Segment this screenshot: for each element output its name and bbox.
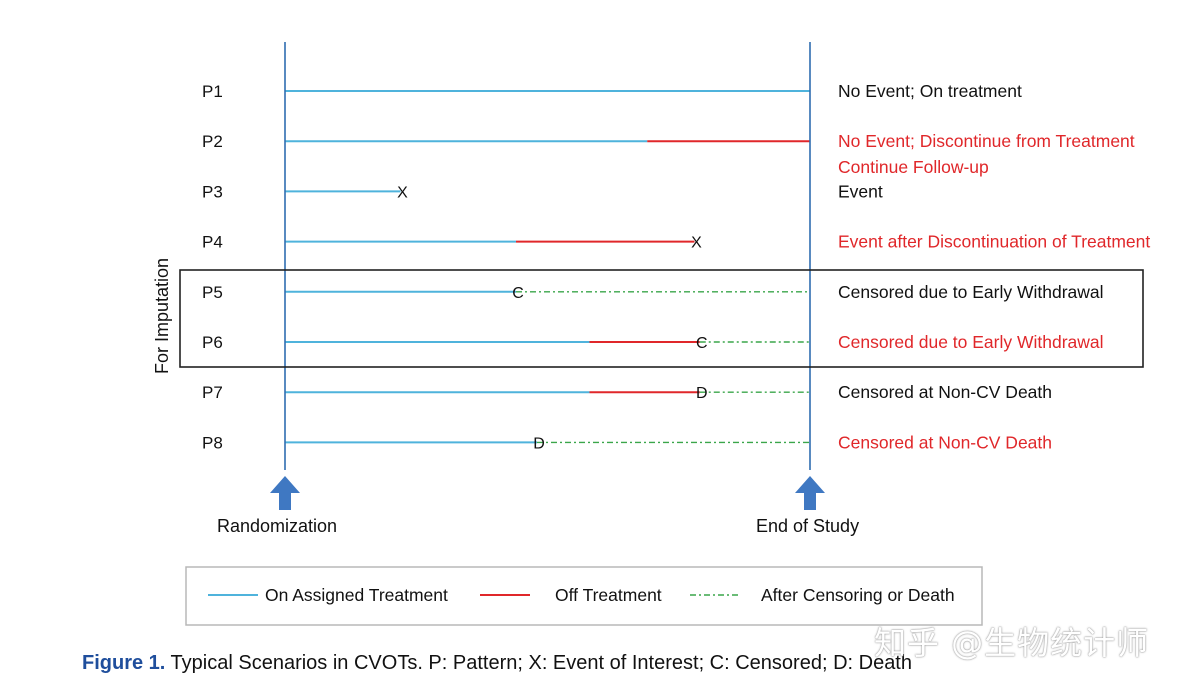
watermark-text: 知乎 @生物统计师 [874,624,1150,662]
pattern-description: Censored at Non-CV Death [838,432,1052,452]
randomization-label: Randomization [217,516,337,536]
figure-caption: Figure 1. Typical Scenarios in CVOTs. P:… [82,652,912,675]
pattern-id-label: P2 [202,132,223,151]
event-marker: D [696,385,708,402]
legend-box [185,566,983,626]
legend-label: Off Treatment [555,585,662,605]
pattern-id-label: P5 [202,283,223,302]
event-marker: D [533,435,545,452]
pattern-description: Event [838,181,883,201]
event-marker: C [696,335,708,352]
event-marker: C [512,285,524,302]
pattern-description: Censored at Non-CV Death [838,382,1052,402]
pattern-id-label: P1 [202,82,223,101]
pattern-description: No Event; On treatment [838,81,1022,101]
randomization-arrow-icon [270,476,300,510]
pattern-description: Censored due to Early Withdrawal [838,332,1104,352]
caption-text: Typical Scenarios in CVOTs. P: Pattern; … [165,652,912,674]
legend-label: On Assigned Treatment [265,585,448,605]
pattern-id-label: P7 [202,383,223,402]
event-marker: X [691,235,702,252]
pattern-id-label: P4 [202,233,223,252]
imputation-label: For Imputation [152,258,172,374]
imputation-box [179,269,1144,368]
legend: On Assigned Treatment Off Treatment After … [208,585,955,605]
pattern-description: Continue Follow-up [838,157,989,177]
end-of-study-arrow-icon [795,476,825,510]
pattern-id-label: P8 [202,433,223,452]
event-marker: X [397,184,408,201]
pattern-description: No Event; Discontinue from Treatment [838,131,1135,151]
pattern-id-label: P6 [202,333,223,352]
caption-label: Figure 1. [82,652,166,674]
pattern-description: Censored due to Early Withdrawal [838,282,1104,302]
end-of-study-label: End of Study [756,516,859,536]
legend-label: After Censoring or Death [761,585,955,605]
pattern-id-label: P3 [202,182,223,201]
pattern-description: Event after Discontinuation of Treatment [838,232,1150,252]
